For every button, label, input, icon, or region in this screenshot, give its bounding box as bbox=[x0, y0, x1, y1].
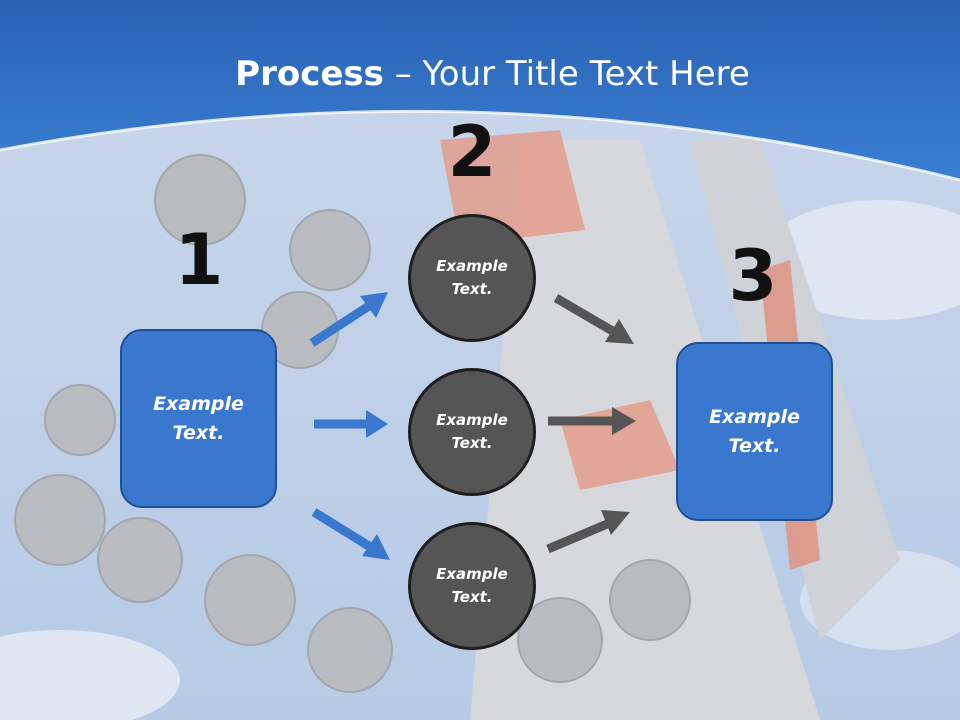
circle-top[interactable]: Example Text. bbox=[408, 214, 536, 342]
step-number-3: 3 bbox=[728, 235, 778, 317]
step-1-box[interactable]: Example Text. bbox=[120, 329, 277, 508]
title-bold: Process bbox=[235, 54, 384, 94]
step-1-line2: Text. bbox=[172, 421, 225, 444]
slide-title: Process – Your Title Text Here bbox=[0, 52, 960, 96]
step-3-line1: Example bbox=[709, 405, 800, 428]
circle-bottom[interactable]: Example Text. bbox=[408, 522, 536, 650]
circle-top-line1: Example bbox=[436, 257, 508, 275]
title-rest: Your Title Text Here bbox=[422, 54, 750, 94]
title-dash: – bbox=[383, 54, 423, 94]
step-number-2: 2 bbox=[447, 111, 497, 193]
circle-middle[interactable]: Example Text. bbox=[408, 368, 536, 496]
circle-bottom-line1: Example bbox=[436, 565, 508, 583]
step-number-1: 1 bbox=[174, 219, 224, 301]
step-3-line2: Text. bbox=[728, 434, 781, 457]
circle-bottom-line2: Text. bbox=[451, 588, 493, 606]
circle-middle-line1: Example bbox=[436, 411, 508, 429]
circle-top-line2: Text. bbox=[451, 280, 493, 298]
step-3-box[interactable]: Example Text. bbox=[676, 342, 833, 521]
step-1-line1: Example bbox=[153, 392, 244, 415]
circle-middle-line2: Text. bbox=[451, 434, 493, 452]
